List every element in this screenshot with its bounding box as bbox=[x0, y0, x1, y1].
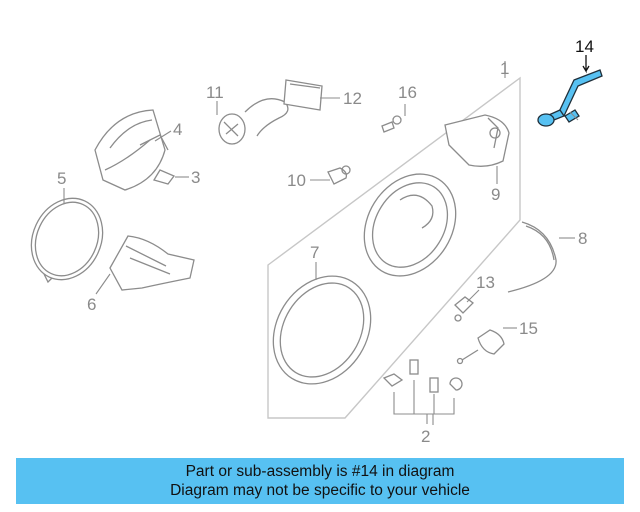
part-16-screw[interactable] bbox=[381, 115, 402, 133]
part-label-2: 2 bbox=[421, 427, 430, 446]
parts-diagram: 1 2 3 4 5 6 7 8 9 10 11 12 13 14 15 16 bbox=[18, 37, 603, 446]
leader-lines bbox=[63, 55, 590, 425]
part-label-9: 9 bbox=[491, 185, 500, 204]
part-label-13: 13 bbox=[476, 273, 495, 292]
part-label-5: 5 bbox=[57, 169, 66, 188]
part-8-seal-strip[interactable] bbox=[507, 221, 557, 293]
part-label-1: 1 bbox=[500, 59, 509, 78]
part-label-11: 11 bbox=[206, 83, 224, 102]
highlight-banner: Part or sub-assembly is #14 in diagram D… bbox=[16, 458, 624, 504]
part-2-fasteners[interactable] bbox=[382, 359, 463, 424]
part-4-lamp-bucket[interactable] bbox=[94, 109, 169, 191]
banner-line-2: Diagram may not be specific to your vehi… bbox=[170, 482, 470, 499]
part-label-15: 15 bbox=[519, 319, 538, 338]
part-7-headlamp-lens[interactable] bbox=[254, 258, 391, 402]
part-6-bracket[interactable] bbox=[109, 235, 195, 291]
headlamp-reflector bbox=[363, 173, 457, 277]
part-label-14: 14 bbox=[575, 37, 594, 56]
part-14-headlamp-adjuster[interactable] bbox=[537, 69, 603, 127]
banner-line-1: Part or sub-assembly is #14 in diagram bbox=[185, 463, 455, 480]
part-11-socket[interactable] bbox=[218, 113, 246, 145]
part-label-6: 6 bbox=[87, 295, 96, 314]
part-label-8: 8 bbox=[578, 229, 587, 248]
part-label-10: 10 bbox=[287, 171, 306, 190]
part-label-7: 7 bbox=[310, 243, 319, 262]
part-15-socket[interactable] bbox=[456, 329, 505, 365]
headlamp-housing-panel bbox=[267, 76, 521, 419]
part-9-bulb-housing[interactable] bbox=[444, 114, 510, 167]
part-10-bulb[interactable] bbox=[327, 165, 351, 185]
part-label-12: 12 bbox=[343, 89, 362, 108]
part-label-3: 3 bbox=[191, 168, 200, 187]
part-5-trim-ring[interactable] bbox=[18, 187, 115, 292]
part-13-bulb[interactable] bbox=[454, 296, 474, 322]
part-label-16: 16 bbox=[398, 83, 417, 102]
part-12-wiring-harness[interactable] bbox=[244, 79, 323, 137]
part-3-clip[interactable] bbox=[153, 169, 176, 185]
part-label-4: 4 bbox=[173, 120, 182, 139]
